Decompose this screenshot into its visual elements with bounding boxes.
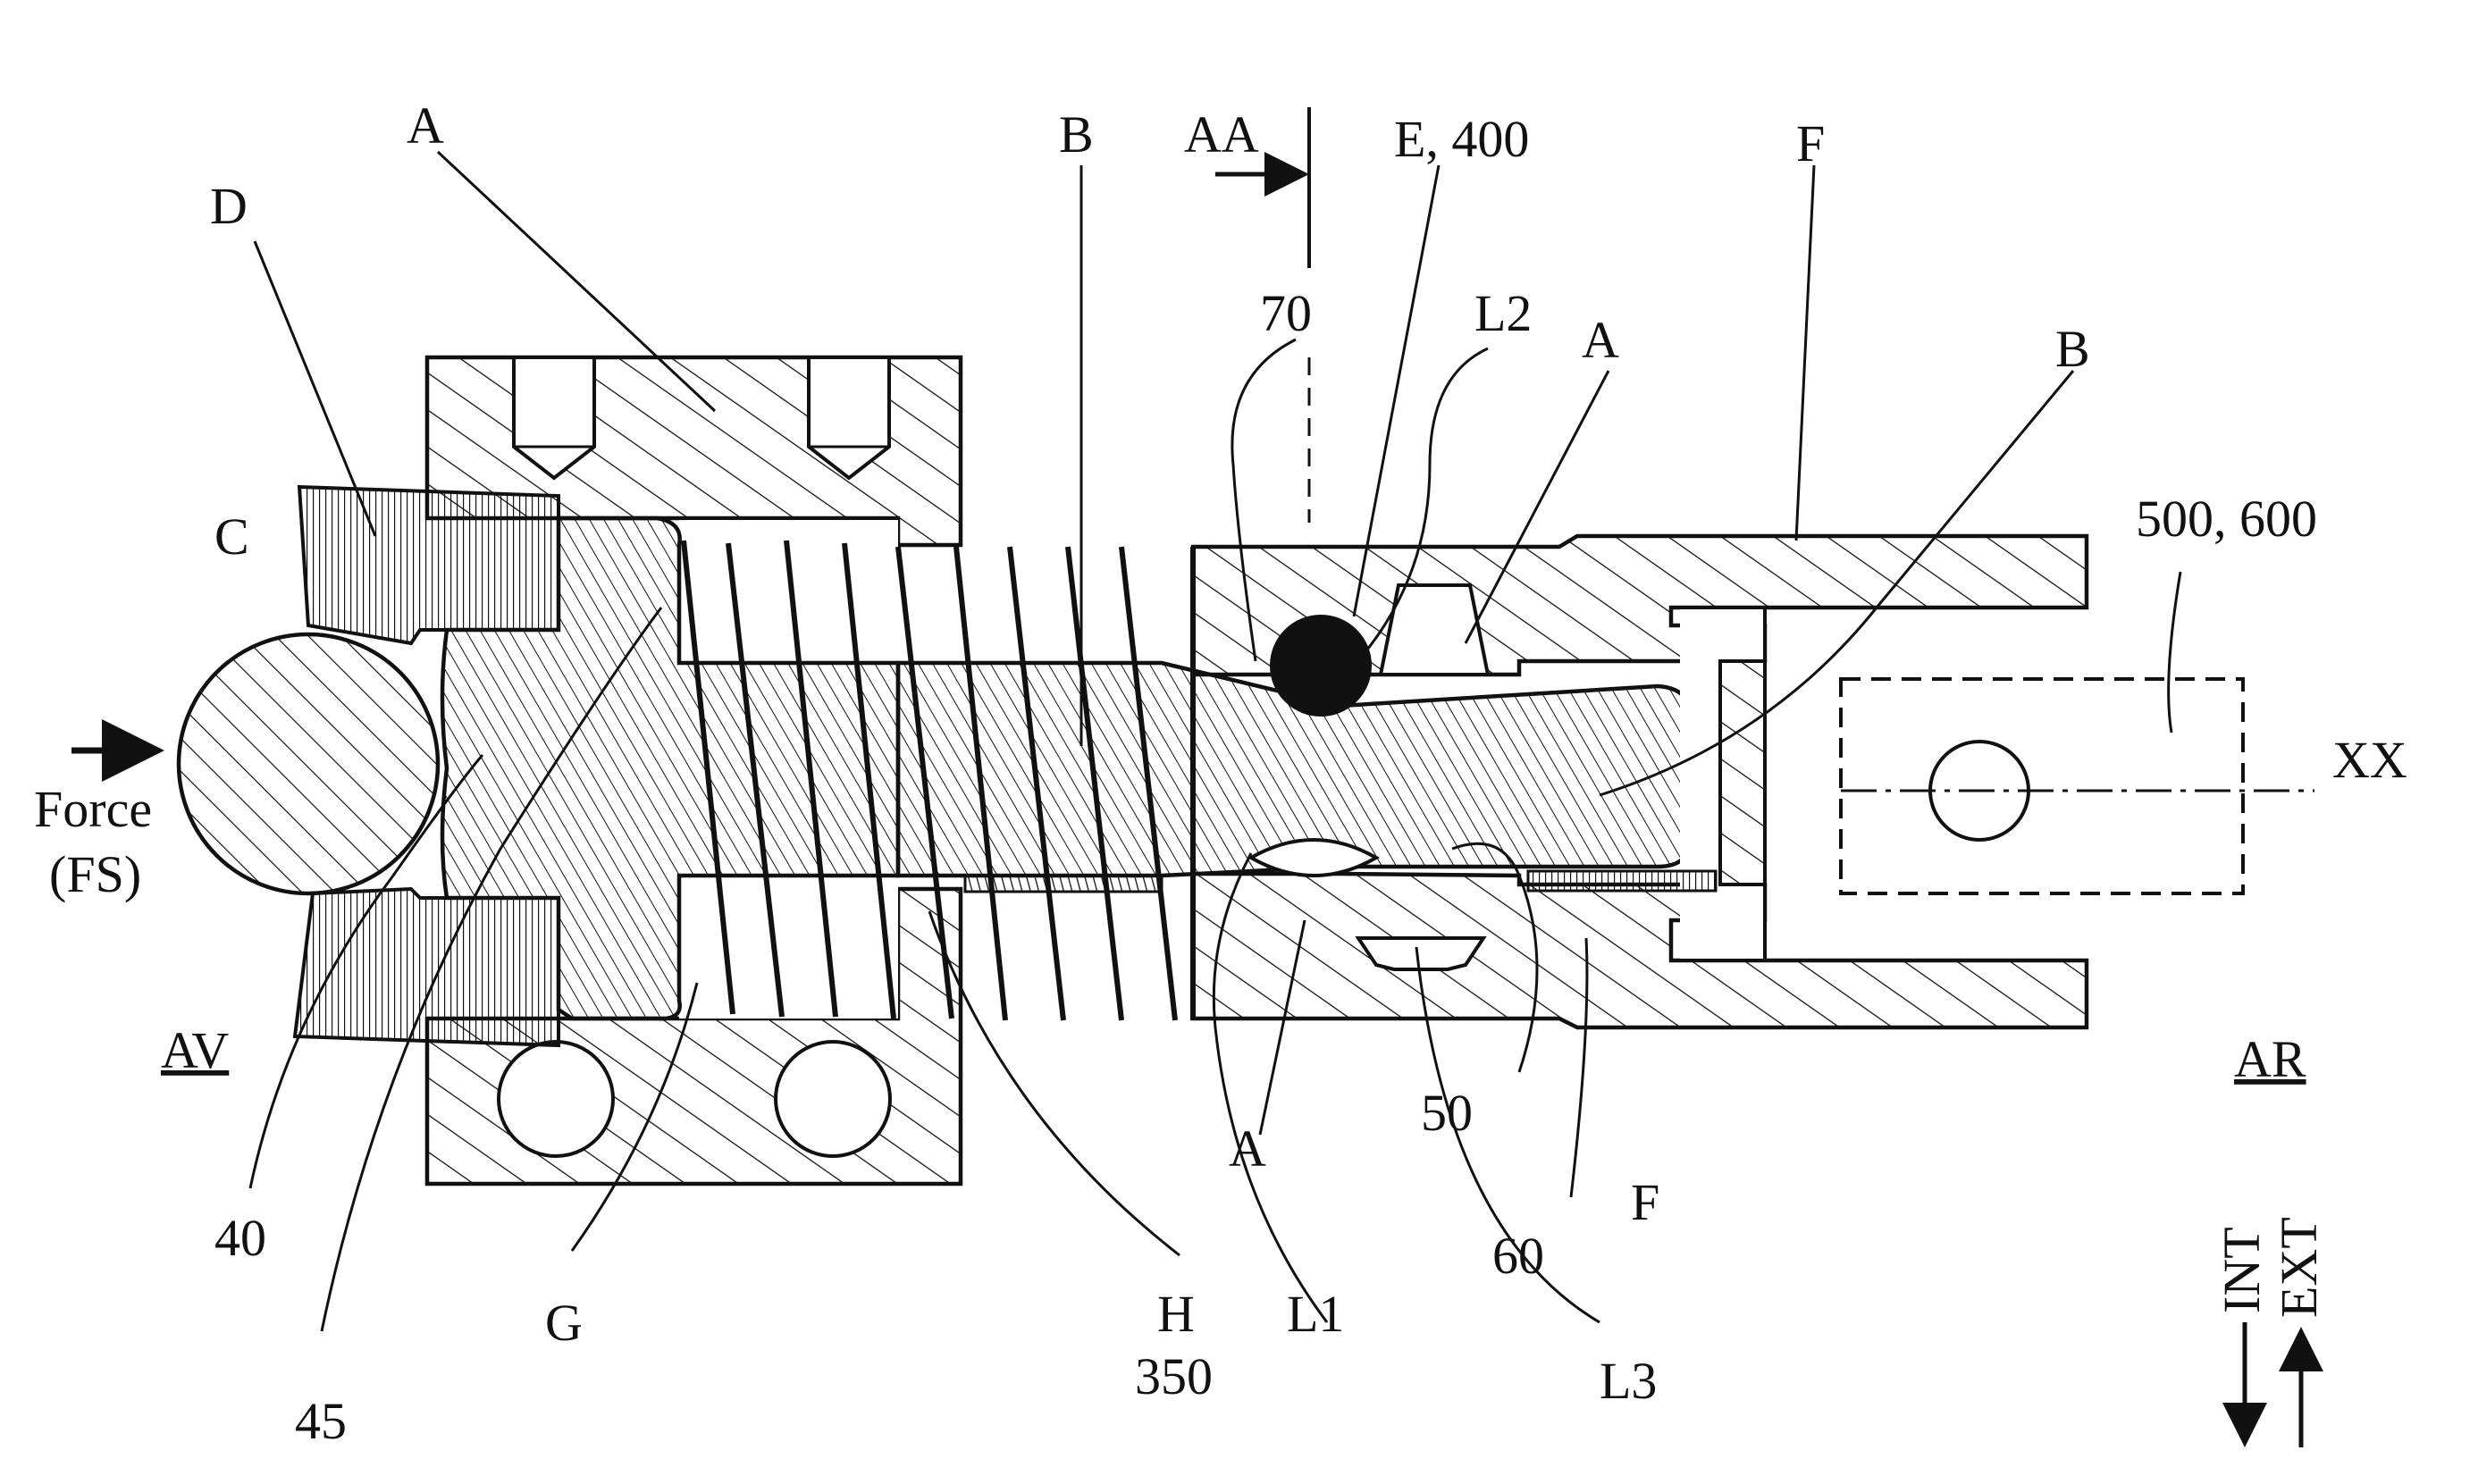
label-AR: AR — [2234, 1030, 2306, 1088]
sleeve-60 — [1526, 869, 1718, 893]
spring-H — [681, 540, 1196, 1021]
label-F-low: F — [1631, 1173, 1659, 1231]
left-housing-bottom — [424, 886, 963, 1186]
label-A-top: A — [407, 96, 444, 155]
label-L1: L1 — [1287, 1285, 1344, 1343]
label-E-400: E, 400 — [1394, 110, 1529, 168]
label-XX: XX — [2332, 731, 2407, 789]
label-L3: L3 — [1600, 1352, 1657, 1410]
label-AV: AV — [161, 1021, 229, 1079]
housing-bore-left — [497, 1040, 615, 1158]
leader-lines — [248, 150, 2182, 1332]
label-force-line2: (FS) — [49, 845, 141, 903]
label-60: 60 — [1492, 1227, 1544, 1285]
pocket-bottom — [1355, 936, 1487, 971]
label-F-top: F — [1796, 114, 1825, 172]
label-40: 40 — [214, 1209, 266, 1267]
pocket-top — [1378, 583, 1491, 676]
dashed-box-500-600 — [1839, 677, 2245, 895]
label-50: 50 — [1421, 1084, 1473, 1142]
spring-chamber-bottom — [679, 877, 898, 1019]
ball-E-400 — [1270, 615, 1372, 717]
label-H: H — [1157, 1285, 1195, 1343]
label-G: G — [545, 1294, 583, 1352]
label-B-top: B — [1059, 105, 1094, 163]
label-C: C — [214, 507, 249, 566]
label-70: 70 — [1260, 284, 1312, 342]
housing-bore-right — [774, 1040, 892, 1158]
piston-head — [440, 516, 901, 1021]
label-EXT: EXT — [2270, 1217, 2328, 1318]
label-D: D — [210, 177, 248, 235]
part-C-ball — [176, 632, 441, 896]
sleeve-left — [963, 874, 1163, 893]
label-45: 45 — [295, 1392, 347, 1450]
label-A-mid: A — [1582, 311, 1619, 369]
label-INT: INT — [2213, 1227, 2271, 1313]
label-B-right: B — [2055, 320, 2090, 378]
part-D-top — [297, 484, 560, 646]
left-housing-top — [424, 355, 963, 548]
label-AA: AA — [1184, 105, 1259, 163]
lens-cavity — [1247, 838, 1381, 877]
label-L2: L2 — [1474, 284, 1532, 342]
label-350: 350 — [1135, 1347, 1213, 1405]
label-500-600: 500, 600 — [2136, 490, 2317, 548]
label-A-low: A — [1229, 1119, 1266, 1178]
label-force-line1: Force — [34, 780, 152, 838]
